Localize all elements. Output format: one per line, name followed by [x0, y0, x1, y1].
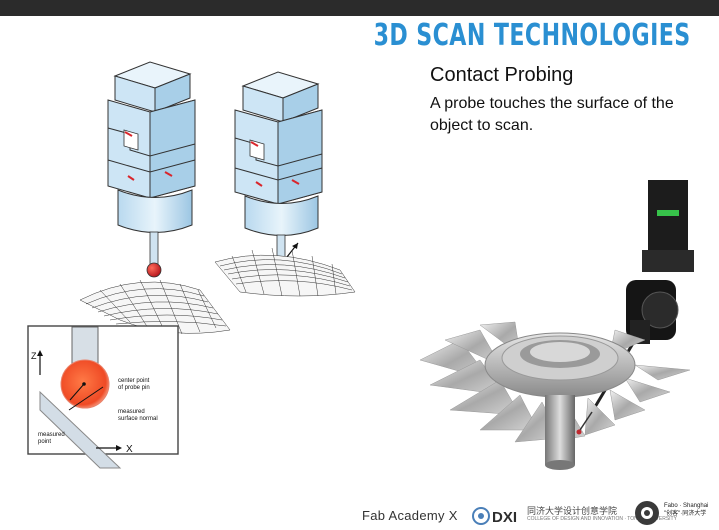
inset-axis-x: X — [126, 444, 133, 455]
fablab-text-line-2: "创客"·同济大学 — [664, 511, 707, 517]
dxi-text: DXI — [492, 509, 517, 526]
slide-subtitle: Contact Probing — [430, 64, 574, 86]
contact-inset — [27, 325, 179, 469]
inset-label-normal-1: measured — [118, 409, 145, 415]
mesh-surface-right — [214, 247, 356, 297]
inset-label-point-2: point — [38, 439, 51, 445]
cmm-turbine-photo — [420, 180, 694, 470]
fablab-text-line-1: Fabo · Shanghai — [664, 503, 709, 509]
tongji-name: 同济大学设计创意学院 — [527, 506, 618, 516]
probe-right — [234, 71, 323, 273]
probe-left — [107, 61, 196, 278]
slide-title: 3D SCAN TECHNOLOGIES — [373, 18, 691, 53]
probe-illustration: Z X center point of probe pin measured s… — [0, 16, 400, 492]
fablab-logo — [635, 501, 659, 525]
inset-axis-z: Z — [31, 351, 37, 361]
fablab-text: Fabo · Shanghai "创客"·同济大学 — [664, 502, 708, 518]
dxi-logo: DXI — [472, 507, 517, 526]
tongji-subtitle: COLLEGE OF DESIGN AND INNOVATION · TONGJ… — [527, 516, 677, 522]
inset-label-normal-2: surface normal — [118, 416, 158, 422]
inset-label-center-1: center point — [118, 378, 150, 384]
mesh-surface-left — [79, 279, 231, 335]
slide-description: A probe touches the surface of the objec… — [430, 95, 674, 134]
top-bar — [0, 0, 719, 16]
inset-label-point-1: measured — [38, 432, 65, 438]
inset-label-center-2: of probe pin — [118, 385, 150, 391]
fab-academy-logo: Fab Academy X — [362, 508, 458, 523]
